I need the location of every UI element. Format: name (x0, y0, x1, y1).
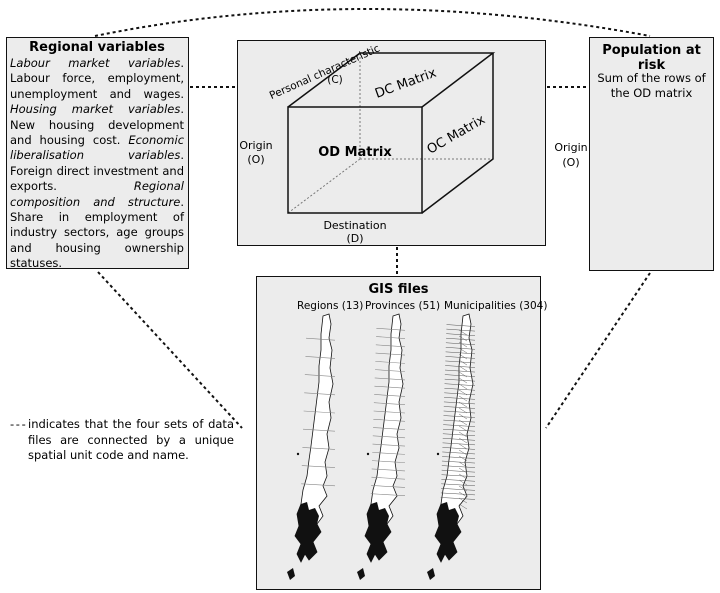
rv-item-text: . Share in employment of industry sector… (10, 194, 184, 271)
gis-map-label-regions: Regions (13) (297, 300, 364, 312)
par-origin-code: (O) (562, 156, 580, 169)
gis-files-box: GIS files Regions (13) Provinces (51) Mu… (256, 276, 547, 590)
regional-variables-list: Labour market variables. Labour force, e… (10, 56, 184, 272)
gis-map-0 (287, 313, 336, 580)
regional-variables-box: Regional variables Labour market variabl… (6, 37, 189, 272)
par-origin-label: Origin (O) (553, 140, 589, 170)
axis-origin-label: Origin (239, 139, 272, 152)
top-arc-connector (94, 8, 651, 37)
axis-destination-label: Destination (323, 219, 386, 232)
rv-item-heading: Economic liberalisation variables (10, 133, 185, 163)
par-origin-text: Origin (554, 141, 588, 154)
legend-text: indicates that the four sets of data fil… (28, 417, 234, 462)
gis-map-label-provinces: Provinces (51) (365, 300, 441, 312)
axis-personal-code: (C) (327, 74, 343, 86)
rv-item-heading: Housing market variables (10, 102, 181, 117)
rv-item-text: . New housing development and housing co… (10, 102, 184, 148)
gis-files-title: GIS files (368, 282, 429, 297)
rv-gis-connector (97, 271, 243, 429)
od-front-label: OD Matrix (318, 145, 392, 160)
par-gis-connector (545, 272, 651, 429)
axis-personal-label: Personal characteristic (268, 42, 382, 102)
rv-item-text: . Foreign direct investment and exports. (10, 148, 184, 194)
population-at-risk-box: Population at risk Sum of the rows of th… (589, 37, 714, 271)
gis-maps (287, 313, 476, 580)
regional-variables-title: Regional variables (29, 40, 165, 55)
rv-item-heading: Regional composition and structure (10, 179, 184, 209)
od-cube: OD Matrix DC Matrix OC Matrix Personal c… (239, 42, 496, 244)
population-at-risk-body: Sum of the rows of the OD matrix (597, 71, 706, 100)
gis-map-label-municipalities: Municipalities (304) (444, 300, 548, 312)
legend: - - - indicates that the four sets of da… (10, 417, 234, 464)
gis-map-2 (427, 313, 476, 580)
population-at-risk-title: Population at risk (602, 43, 701, 73)
rv-item-heading: Labour market variables (10, 56, 181, 70)
od-top-label: DC Matrix (373, 66, 439, 102)
gis-map-1 (357, 313, 406, 580)
axis-destination-code: (D) (346, 232, 363, 244)
od-matrix-box: OD Matrix DC Matrix OC Matrix Personal c… (237, 40, 546, 246)
rv-item-text: . Labour force, employment, unemployment… (10, 56, 184, 101)
od-side-label: OC Matrix (425, 112, 489, 157)
axis-origin-code: (O) (247, 153, 264, 166)
legend-dash-symbol: - - - (10, 417, 26, 431)
